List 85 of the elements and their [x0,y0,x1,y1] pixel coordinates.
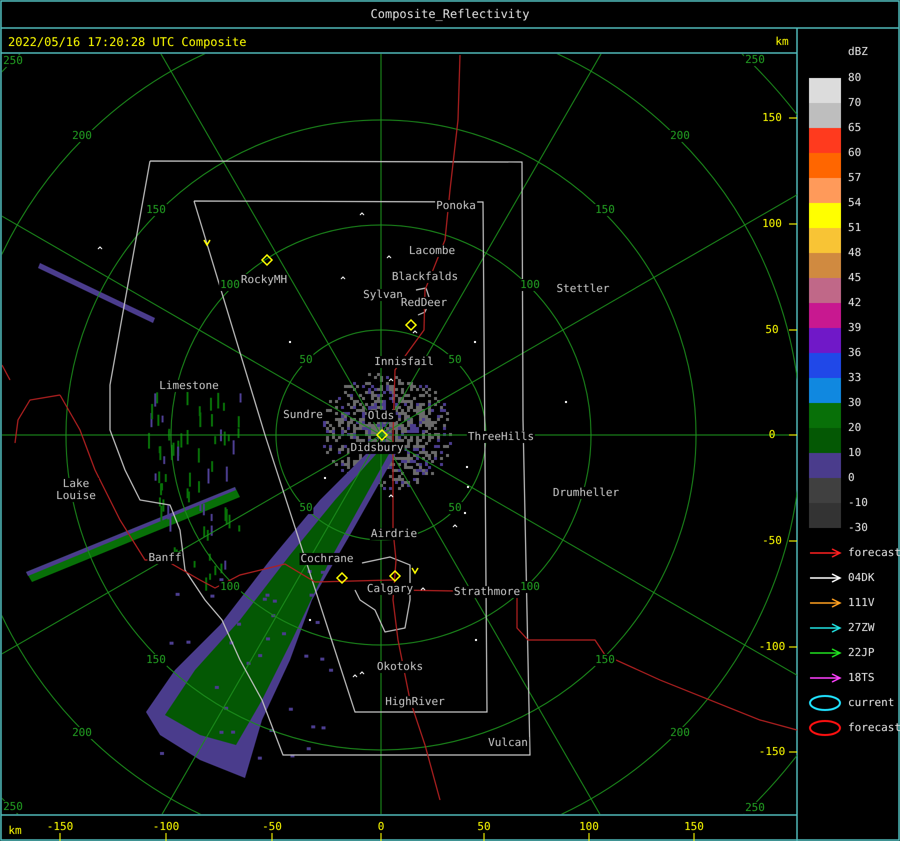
place-label: Banff [147,552,183,564]
place-label: ThreeHills [466,431,536,443]
legend-label: 30 [848,397,862,409]
legend-label: 33 [848,372,862,384]
legend-label: -10 [848,497,868,509]
axis-tick-label: -50 [762,535,782,547]
legend-label: 39 [848,322,862,334]
place-label: Airdrie [370,528,418,540]
axis-tick-label: 100 [762,218,782,230]
unit-label: km [8,825,22,837]
axis-tick-label: -100 [758,641,786,653]
range-ring-label: 200 [71,130,93,142]
range-ring-label: 250 [744,54,766,66]
range-ring-label: 150 [594,654,616,666]
legend-label: 18TS [848,672,874,684]
place-label: Limestone [158,380,220,392]
range-ring-label: 200 [669,130,691,142]
axis-tick-label: 0 [378,821,384,833]
legend-label: 60 [848,147,862,159]
legend-label: 70 [848,97,862,109]
unit-label: km [775,36,789,48]
unit-label: dBZ [848,46,868,58]
range-ring-label: 50 [298,502,314,514]
range-ring-label: 150 [145,654,167,666]
range-ring-label: 50 [298,354,314,366]
place-label: Stettler [556,283,610,295]
range-ring-label: 150 [145,204,167,216]
range-ring-label: 250 [2,801,24,813]
axis-tick-label: 150 [762,112,782,124]
legend-label: 80 [848,72,862,84]
place-label: Strathmore [452,586,522,598]
place-label: Innisfail [373,356,435,368]
axis-tick-label: -100 [152,821,180,833]
range-ring-label: 100 [519,581,541,593]
place-label: Cochrane [300,553,354,565]
legend-label: current [848,697,894,709]
axis-tick-label: 0 [768,429,776,441]
place-label: Lacombe [408,245,456,257]
range-ring-label: 200 [669,727,691,739]
axis-tick-label: -50 [262,821,282,833]
timestamp: 2022/05/16 17:20:28 UTC Composite [8,36,246,48]
place-label: RedDeer [400,297,448,309]
legend-label: 0 [848,472,855,484]
place-label: HighRiver [384,696,446,708]
range-ring-label: 50 [447,354,463,366]
place-label: Olds [366,410,396,422]
place-label: Ponoka [435,200,477,212]
range-ring-label: 250 [744,802,766,814]
legend-label: 65 [848,122,862,134]
legend-label: 42 [848,297,862,309]
axis-tick-label: 50 [765,324,779,336]
legend-label: 57 [848,172,862,184]
axis-tick-label: 100 [579,821,599,833]
scale-end-value: -30 [848,522,868,534]
place-label: Vulcan [487,737,529,749]
legend-label: 36 [848,347,862,359]
legend-label: 48 [848,247,862,259]
chart-title: Composite_Reflectivity [370,8,530,20]
range-ring-label: 100 [219,581,241,593]
place-label: Okotoks [376,661,424,673]
range-ring-label: 250 [2,55,24,67]
axis-tick-label: -150 [758,746,786,758]
legend-label: 10 [848,447,862,459]
axis-tick-label: 150 [684,821,704,833]
legend-label: 51 [848,222,862,234]
axis-tick-label: 50 [477,821,491,833]
range-ring-label: 100 [519,279,541,291]
legend-label: 04DK [848,572,874,584]
range-ring-label: 100 [219,279,241,291]
place-label: Calgary [366,583,414,595]
legend-label: 111V [848,597,874,609]
place-label: Didsbury [350,442,404,454]
place-label: Blackfalds [390,271,460,283]
legend-label: 27ZW [848,622,874,634]
place-label: Sundre [282,409,324,421]
place-label: Drumheller [552,487,620,499]
axis-tick-label: -150 [46,821,74,833]
legend-label: 22JP [848,647,874,659]
range-ring-label: 150 [594,204,616,216]
range-ring-label: 50 [447,502,463,514]
place-label: RockyMH [240,274,288,286]
legend-label: 20 [848,422,862,434]
legend-label: 45 [848,272,862,284]
legend-label: 54 [848,197,862,209]
range-ring-label: 200 [71,727,93,739]
